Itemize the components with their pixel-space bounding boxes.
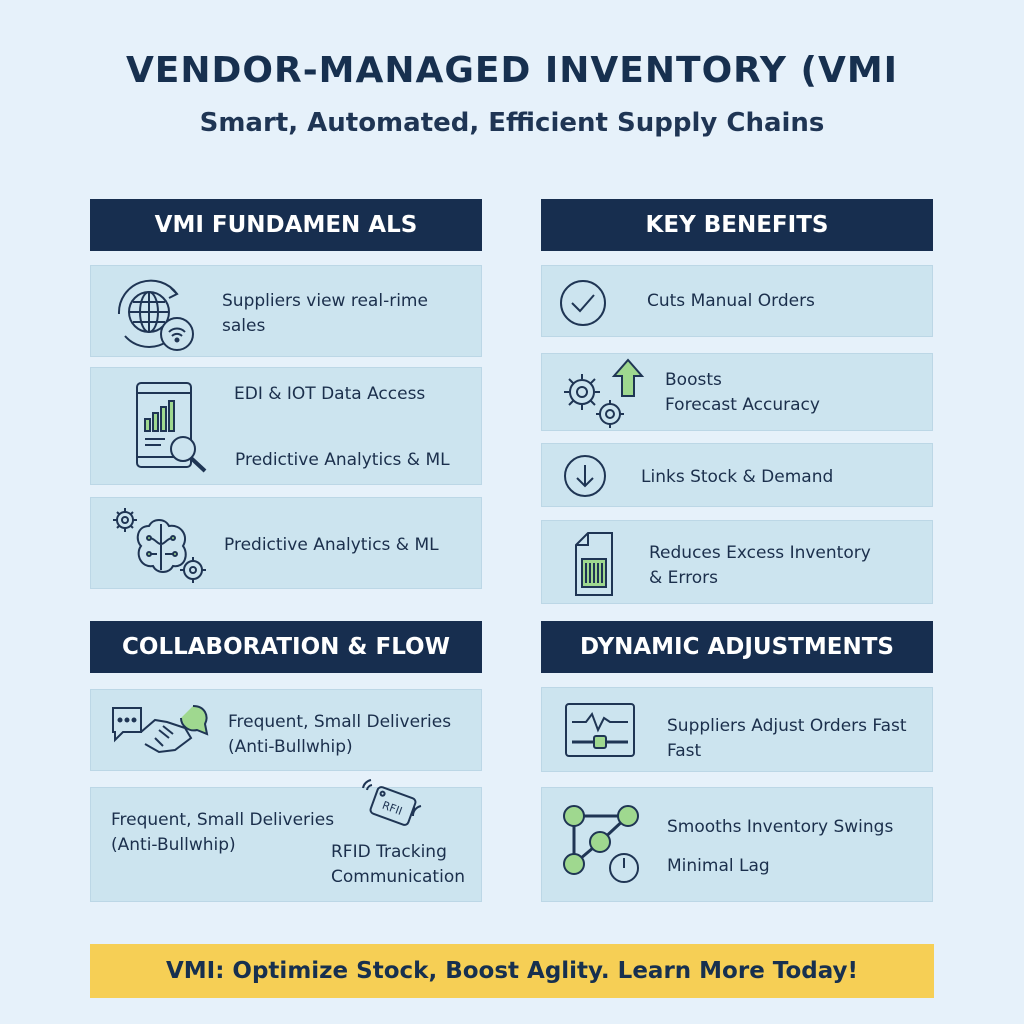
brain-gears-icon <box>109 504 213 584</box>
card-benefits-forecast: Boosts Forecast Accuracy <box>541 353 933 431</box>
page-subtitle: Smart, Automated, Efficient Supply Chain… <box>199 108 825 138</box>
globe-wifi-icon <box>107 276 197 352</box>
monitor-slider-icon <box>564 702 636 758</box>
card-fundamentals-predictive: Predictive Analytics & ML <box>90 497 482 589</box>
card-text-line: (Anti-Bullwhip) <box>228 737 353 757</box>
card-text-line: Cuts Manual Orders <box>647 291 815 311</box>
section-header-benefits: KEY BENEFITS <box>541 199 933 251</box>
check-circle-icon <box>558 278 608 328</box>
card-text-line: Suppliers view real-rime <box>222 291 428 311</box>
card-benefits-excess: Reduces Excess Inventory & Errors <box>541 520 933 604</box>
card-text-line: Boosts <box>665 370 722 390</box>
page-title: VENDOR-MANAGED INVENTORY (VMI <box>125 50 899 91</box>
card-text-line: EDI & IOT Data Access <box>234 384 426 404</box>
card-fundamentals-data-access: EDI & IOT Data Access Predictive Analyti… <box>90 367 482 485</box>
card-text-line: Communication <box>331 867 465 887</box>
card-text-line: Forecast Accuracy <box>665 395 820 415</box>
card-text-line: Smooths Inventory Swings <box>667 817 894 837</box>
card-text-line: Predictive Analytics & ML <box>224 535 439 555</box>
gears-up-arrow-icon <box>560 358 646 430</box>
card-benefits-stock-demand: Links Stock & Demand <box>541 443 933 507</box>
section-header-dynamic: DYNAMIC ADJUSTMENTS <box>541 621 933 673</box>
network-clock-icon <box>560 802 646 888</box>
card-benefits-manual-orders: Cuts Manual Orders <box>541 265 933 337</box>
section-header-collaboration: COLLABORATION & FLOW <box>90 621 482 673</box>
card-text-line: Predictive Analytics & ML <box>235 450 450 470</box>
card-text-line: Suppliers Adjust Orders Fast <box>667 716 907 736</box>
card-collaboration-rfid: Frequent, Small Deliveries (Anti-Bullwhi… <box>90 779 482 902</box>
card-fundamentals-realtime-sales: Suppliers view real-rime sales <box>90 265 482 357</box>
card-text-line: Links Stock & Demand <box>641 467 834 487</box>
card-text-line: Frequent, Small Deliveries <box>111 810 335 830</box>
card-text-line: Frequent, Small Deliveries <box>228 712 452 732</box>
card-text-line: Reduces Excess Inventory <box>649 543 871 563</box>
card-text-line: (Anti-Bullwhip) <box>111 835 236 855</box>
section-header-fundamentals: VMI FUNDAMEN ALS <box>90 199 482 251</box>
card-dynamic-smooths: Smooths Inventory Swings Minimal Lag <box>541 787 933 902</box>
card-text-line: Minimal Lag <box>667 856 770 876</box>
card-text-line: Fast <box>667 741 702 761</box>
down-arrow-circle-icon <box>562 453 608 499</box>
footer-cta-banner[interactable]: VMI: Optimize Stock, Boost Aglity. Learn… <box>90 944 934 998</box>
rfid-tag-icon: RFII <box>357 776 429 836</box>
card-dynamic-adjust-orders: Suppliers Adjust Orders Fast Fast <box>541 687 933 772</box>
handshake-chat-icon <box>109 704 211 758</box>
card-text-line: RFID Tracking <box>331 842 447 862</box>
card-text-line: & Errors <box>649 568 718 588</box>
tablet-analytics-icon <box>133 379 213 475</box>
document-barcode-icon <box>572 529 616 599</box>
card-collaboration-deliveries: Frequent, Small Deliveries (Anti-Bullwhi… <box>90 689 482 771</box>
card-text-line: sales <box>222 316 266 336</box>
